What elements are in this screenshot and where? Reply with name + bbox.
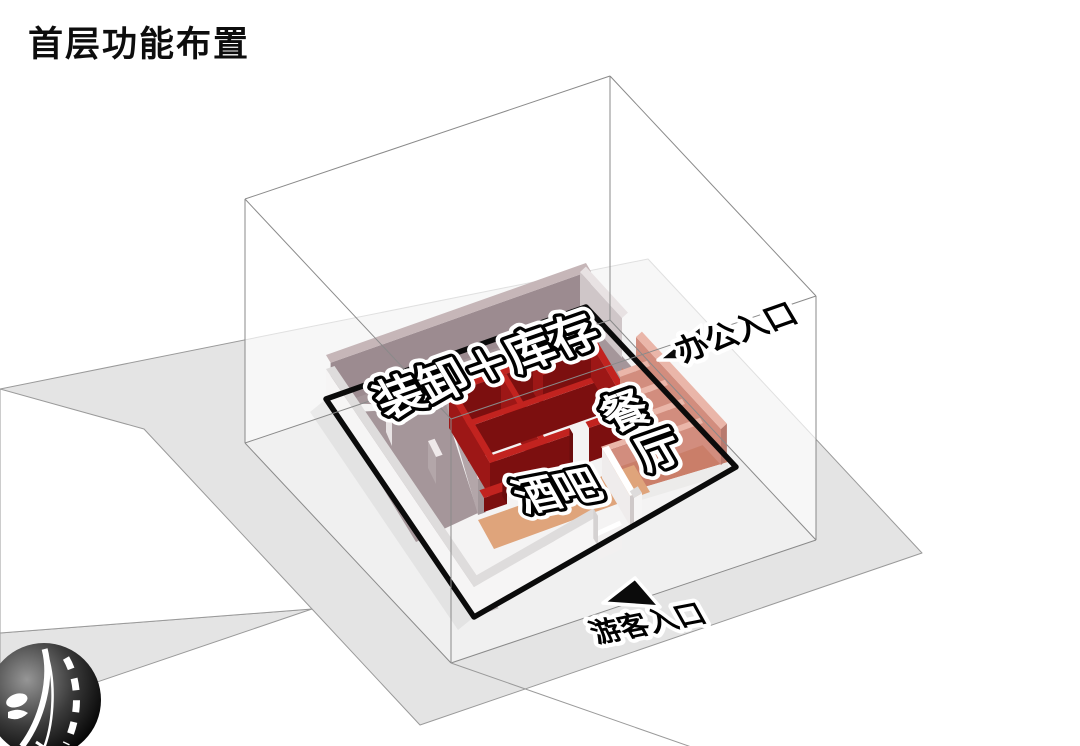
- se-perimeter-wall-face: [474, 516, 598, 617]
- core-wall-top: [486, 428, 573, 463]
- bar-counter-cap: [502, 482, 507, 504]
- core-wall-top: [591, 341, 641, 416]
- core-wall-face: [490, 434, 573, 497]
- core-wall-face: [468, 380, 602, 461]
- logo-brush-dashes: [62, 656, 80, 746]
- core-wall-top: [445, 338, 591, 394]
- black-section-outline: [323, 304, 739, 620]
- massing-box-edge: [244, 442, 452, 664]
- logo-brush-stroke: [19, 648, 51, 746]
- entrance-arrows: [601, 323, 706, 609]
- massing-box-face: [245, 76, 610, 443]
- loading-pillar-face: [386, 399, 392, 446]
- loading-pillar-top: [386, 396, 400, 413]
- core-wall-face: [449, 344, 591, 428]
- bar-dining-divider-top: [602, 445, 637, 496]
- sw-perimeter-wall-top: [326, 366, 483, 587]
- site-plaza-cutout: [0, 388, 313, 634]
- bar-dining-divider-face: [602, 448, 630, 526]
- massing-box-edge: [609, 75, 817, 297]
- nw-perimeter-wall-top: [326, 263, 591, 363]
- logo-brush-stroke: [43, 651, 54, 746]
- sw-perimeter-wall-face: [326, 369, 474, 617]
- red-service-core: [445, 338, 641, 497]
- core-wall-top: [465, 374, 602, 427]
- core-wall-top: [585, 406, 634, 428]
- se-perimeter-wall-top: [469, 508, 598, 587]
- studio-logo: [0, 643, 101, 746]
- massing-box-edges: [244, 75, 817, 746]
- core-wall-face: [449, 394, 490, 497]
- massing-box-edge: [244, 319, 611, 444]
- building-shadow: [310, 399, 474, 630]
- core-wall-top: [533, 356, 549, 375]
- visitor-entrance-arrow: [601, 576, 662, 609]
- massing-box-edge: [609, 319, 817, 541]
- page-title: 首层功能布置: [28, 25, 251, 64]
- logo-ink-tick: [35, 740, 45, 746]
- loading-pillar-top: [428, 438, 443, 457]
- massing-box-edge: [450, 295, 817, 420]
- logo-ink-blob: [6, 693, 28, 708]
- dining-low-wall-top: [601, 431, 648, 452]
- loading-pillar-face: [428, 441, 436, 484]
- massing-box-edge: [244, 198, 452, 420]
- office-entrance-arrow: [656, 323, 706, 362]
- bar-counter-top: [479, 482, 507, 498]
- entrance-door-leaf-top: [595, 520, 622, 536]
- door-jamb-top: [629, 486, 642, 498]
- se-perimeter-wall-cap: [593, 508, 598, 546]
- dining-low-wall-cap: [645, 431, 648, 457]
- floor-plan-outline: [323, 304, 739, 620]
- massing-box-edge: [244, 75, 611, 200]
- ne-wall-dining-top: [636, 331, 727, 429]
- massing-box-face: [610, 76, 816, 540]
- dining-platform-fascia: [638, 462, 728, 501]
- door-jamb-face: [634, 493, 642, 526]
- ne-wall-loading-top: [580, 266, 628, 318]
- logo-ink-blob: [8, 709, 28, 720]
- building-front-parts: [326, 360, 703, 617]
- bar-counter-face: [484, 490, 507, 512]
- core-wall-top: [449, 391, 497, 463]
- core-wall-cap: [569, 428, 573, 468]
- logo-sphere: [0, 643, 101, 746]
- site-apron-line: [450, 662, 691, 746]
